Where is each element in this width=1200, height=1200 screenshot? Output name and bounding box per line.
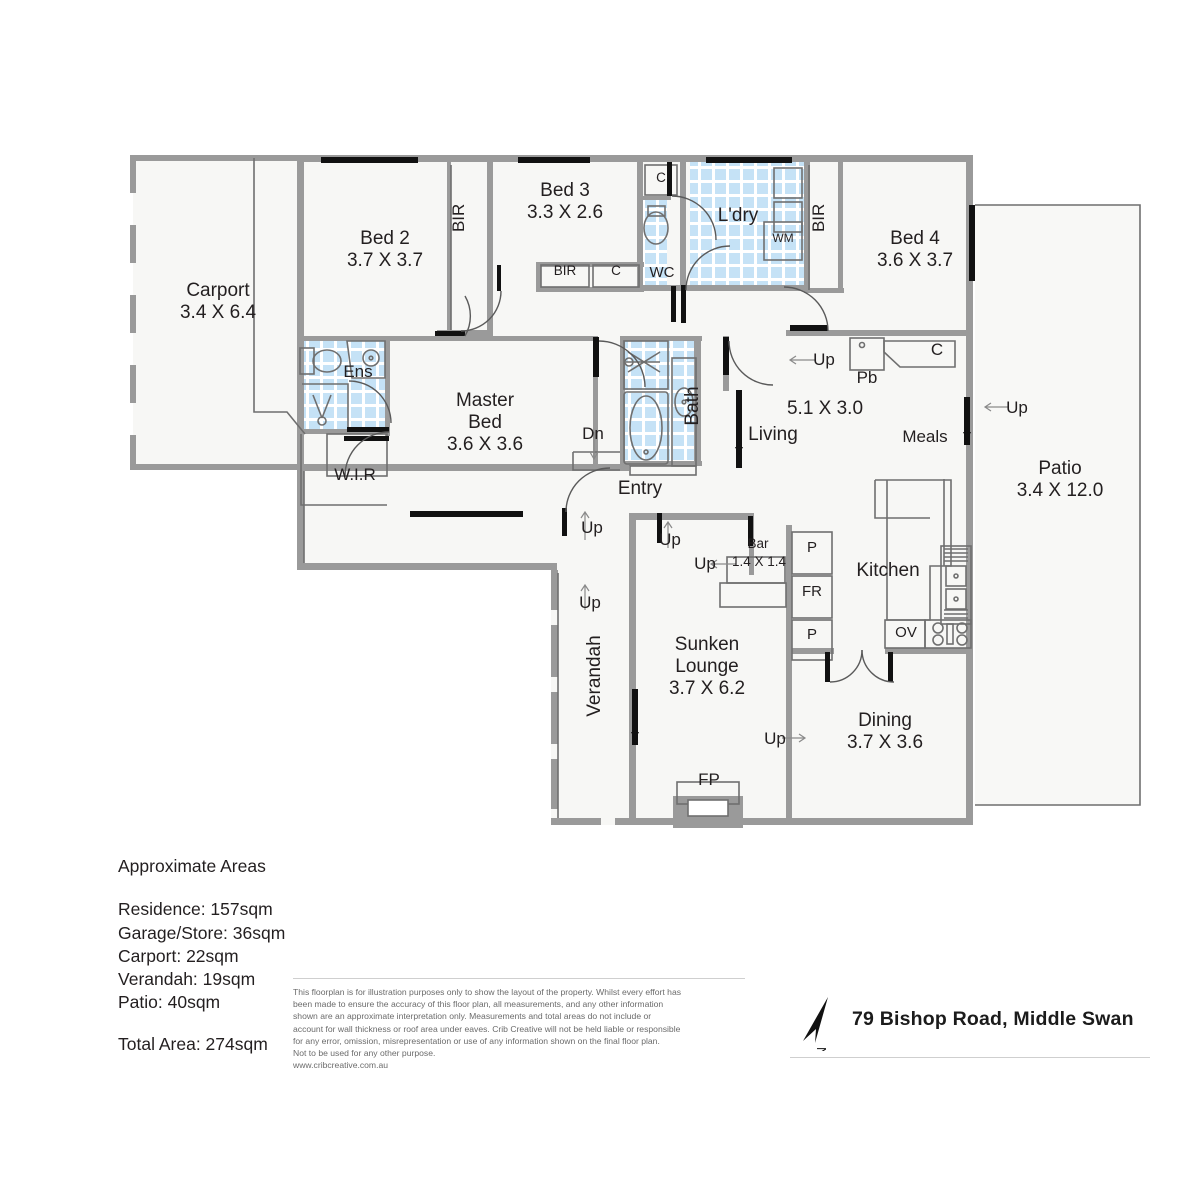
room-label-dining: Dining 3.7 X 3.6: [846, 710, 924, 754]
room-label-sunken-lounge: Sunken Lounge 3.7 X 6.2: [668, 634, 746, 700]
label-bar: Bar: [747, 536, 769, 551]
room-label-bed3: Bed 3 3.3 X 2.6: [526, 180, 604, 224]
disclaimer-line-6: Not to be used for any other purpose.: [293, 1048, 436, 1059]
room-label-entry: Entry: [617, 478, 663, 499]
room-label-carport: Carport 3.4 X 6.4: [179, 280, 257, 324]
room-label-living: Living: [748, 424, 798, 445]
label-dn: Dn: [582, 424, 604, 443]
disclaimer-line-5: for any error, omission, misrepresentati…: [293, 1035, 660, 1046]
floorplan-svg: [130, 155, 1141, 828]
address-bar: [790, 985, 1150, 1058]
north-arrow-icon: N: [803, 997, 829, 1051]
area-row-residence: Residence: 157sqm: [118, 899, 273, 920]
room-label-wir: W.I.R: [334, 465, 376, 484]
room-label-bath: Bath: [681, 386, 703, 426]
areas-heading: Approximate Areas: [118, 856, 266, 876]
approximate-areas-block: Approximate Areas Residence: 157sqm Gara…: [118, 855, 448, 1056]
joinery-lines: [253, 158, 1141, 818]
label-c-wc: C: [656, 170, 666, 185]
label-bir-bed2: BIR: [449, 203, 469, 233]
area-row-verandah: Verandah: 19sqm: [118, 969, 256, 990]
label-wc: WC: [649, 264, 675, 281]
room-label-laundry: L'dry: [717, 205, 759, 226]
room-label-meals: Meals: [902, 427, 948, 446]
door-swings: [344, 195, 895, 683]
room-label-ens: Ens: [343, 362, 373, 381]
room-label-bed4: Bed 4 3.6 X 3.7: [876, 228, 954, 272]
disclaimer-block: This floorplan is for illustration purpo…: [293, 978, 745, 1071]
label-pantry-top: P: [806, 539, 817, 556]
label-up-bar: Up: [694, 554, 716, 573]
label-fridge: FR: [802, 583, 822, 600]
label-pantry-bottom: P: [806, 626, 817, 643]
label-fireplace: FP: [698, 770, 720, 789]
label-up-hall: Up: [813, 350, 835, 369]
label-c-kitchen: C: [930, 340, 944, 359]
level-change-ticks: [580, 355, 1008, 743]
label-bir-bed4: BIR: [809, 203, 829, 233]
window-direction-arrows: [631, 432, 971, 740]
label-up-verandah: Up: [579, 593, 601, 612]
area-row-carport: Carport: 22sqm: [118, 945, 239, 966]
disclaimer-line-3: shown are an approximate interpretation …: [293, 1011, 652, 1022]
disclaimer-line-2: been made to ensure the accuracy of this…: [293, 999, 664, 1010]
area-row-garage: Garage/Store: 36sqm: [118, 922, 286, 943]
property-address: 79 Bishop Road, Middle Swan: [852, 1008, 1134, 1030]
label-washing-machine: WM: [772, 231, 794, 245]
svg-text:N: N: [814, 1047, 829, 1051]
room-label-master-bed: Master Bed 3.6 X 3.6: [446, 390, 524, 456]
label-bar-dims: 1.4 X 1.4: [731, 554, 787, 569]
room-label-kitchen: Kitchen: [856, 560, 920, 581]
room-label-living-dims: 5.1 X 3.0: [786, 398, 864, 419]
label-oven: OV: [895, 624, 917, 641]
label-c-bed3: C: [611, 263, 621, 278]
area-row-patio: Patio: 40sqm: [118, 992, 221, 1013]
label-up-dining: Up: [764, 729, 786, 748]
label-bir-bed3: BIR: [553, 263, 577, 278]
floorplan-drawing: Carport 3.4 X 6.4 Bed 2 3.7 X 3.7 Bed 3 …: [130, 155, 1141, 828]
disclaimer-website[interactable]: www.cribcreative.com.au: [293, 1060, 389, 1071]
room-label-verandah: Verandah: [583, 635, 605, 717]
label-up-patio: Up: [1006, 398, 1028, 417]
room-label-patio: Patio 3.4 X 12.0: [1016, 458, 1104, 502]
label-pb: Pb: [856, 368, 878, 387]
room-label-bed2: Bed 2 3.7 X 3.7: [346, 228, 424, 272]
label-up-lounge-top: Up: [659, 530, 681, 549]
disclaimer-line-4: account for wall thickness or roof area …: [293, 1023, 681, 1034]
label-up-entry: Up: [581, 518, 603, 537]
area-row-total: Total Area: 274sqm: [118, 1033, 268, 1054]
disclaimer-line-1: This floorplan is for illustration purpo…: [293, 987, 682, 997]
